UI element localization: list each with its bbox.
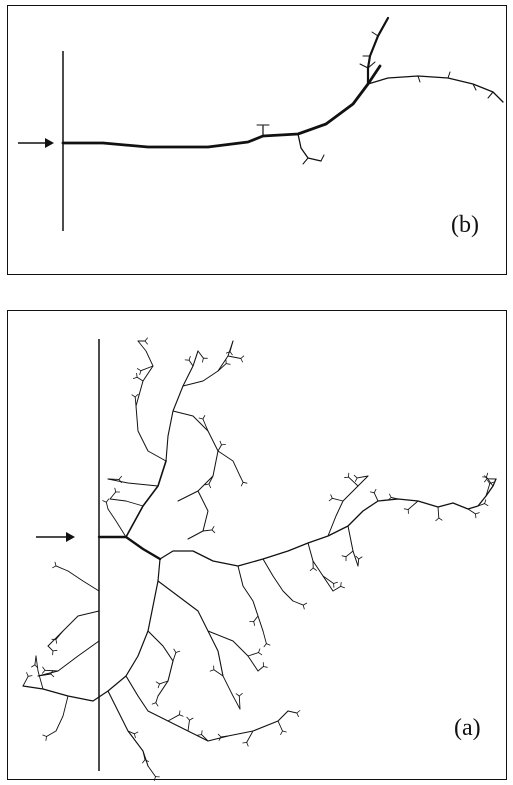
arrow-icon (18, 138, 54, 148)
panel-label-a: (a) (454, 715, 481, 741)
panel-b-drawing (18, 16, 504, 231)
panel-label-b: (b) (451, 212, 479, 238)
panel-b: (b) (7, 5, 507, 275)
dendritic-pattern (22, 337, 497, 781)
finger-branch (61, 16, 504, 165)
panel-a: (a) (7, 310, 507, 781)
panel-a-drawing (22, 337, 497, 781)
arrow-icon (36, 532, 75, 542)
